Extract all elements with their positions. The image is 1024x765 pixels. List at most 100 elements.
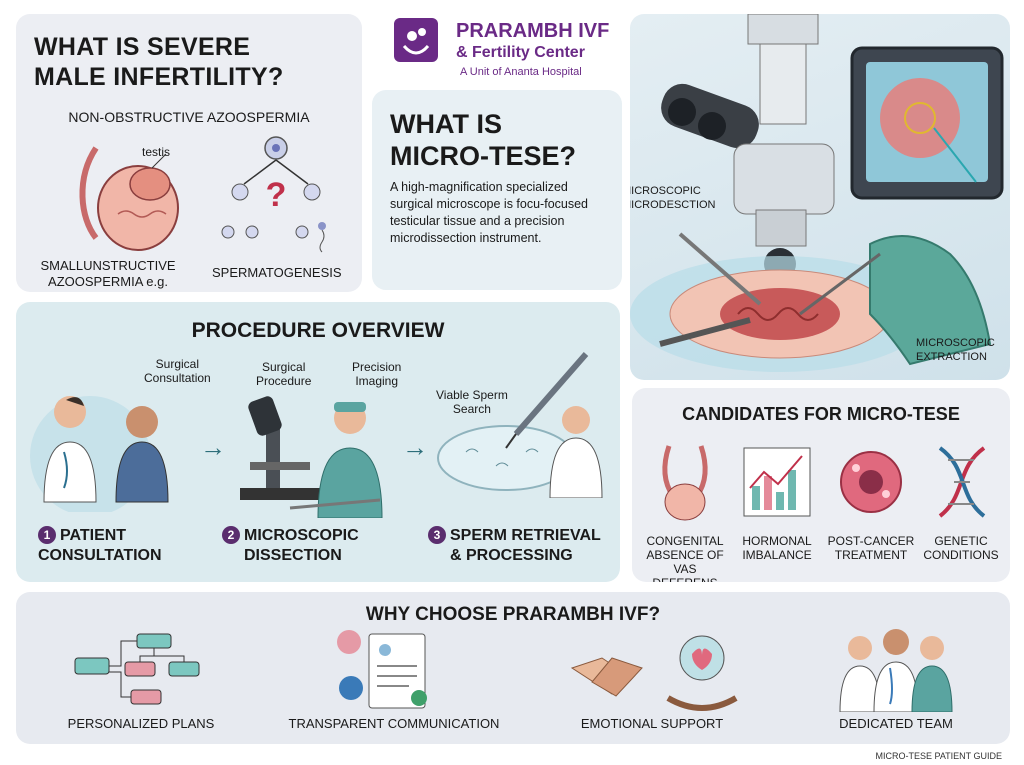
procedure-title: PROCEDURE OVERVIEW (191, 319, 445, 342)
feature-caption: TRANSPARENT COMMUNICATION (288, 716, 500, 731)
cancer-cell-icon (840, 451, 902, 513)
candidate-caption-line-2: IMBALANCE (742, 548, 812, 562)
title-line-2: MALE INFERTILITY? (34, 63, 284, 91)
step-3-badge: 3 (428, 526, 446, 544)
consultation-note-line-2: Consultation (144, 371, 211, 385)
micro-tese-title-line-1: WHAT IS (390, 109, 502, 139)
feature-emotional-support: EMOTIONAL SUPPORT (552, 628, 752, 731)
severe-infertility-panel: WHAT IS SEVERE MALE INFERTILITY? NON-OBS… (16, 14, 362, 292)
clinic-name: PRARAMBH IVF (456, 20, 610, 42)
clinic-unit: A Unit of Ananta Hospital (460, 66, 582, 78)
step-2-badge: 2 (222, 526, 240, 544)
candidate-caption-line-1: GENETIC (934, 534, 988, 548)
candidate-caption: CONGENITAL ABSENCE OF VAS DEFERENS (640, 534, 730, 582)
arrow-right-icon: → (200, 432, 226, 462)
title-line-1: WHAT IS SEVERE (34, 33, 251, 61)
testis-illustration (79, 146, 179, 251)
candidate-hormonal: HORMONAL IMBALANCE (732, 442, 822, 562)
search-note-line-2: Search (452, 402, 491, 416)
caption-line-2: AZOOSPERMIA e.g. (48, 274, 168, 289)
candidates-title: CANDIDATES FOR MICRO-TESE (682, 404, 960, 424)
micro-tese-title-line-2: MICRO-TESE? (390, 141, 576, 171)
feature-personalized-plans: PERSONALIZED PLANS (46, 628, 236, 731)
candidate-caption-line-1: POST-CANCER (827, 534, 915, 548)
candidate-caption: GENETIC CONDITIONS (916, 534, 1006, 562)
microdissection-label-line-2: MICRODESCTION (630, 199, 716, 211)
procedure-overview-panel: PROCEDURE OVERVIEW Surgical Consultation… (16, 302, 620, 582)
consultation-illustration (30, 396, 169, 512)
consultation-note-line-1: Surgical (155, 357, 200, 371)
search-note-line-1: Viable Sperm (436, 388, 508, 402)
imaging-note-line-2: Imaging (355, 374, 399, 388)
feature-dedicated-team: DEDICATED TEAM (806, 628, 986, 731)
step-1-line-2: CONSULTATION (38, 547, 162, 564)
severe-infertility-title: WHAT IS SEVERE MALE INFERTILITY? (34, 32, 284, 92)
surgical-note-line-1: Surgical (262, 360, 306, 374)
azoospermia-caption: SMALLUNSTRUCTIVE AZOOSPERMIA e.g. (34, 258, 182, 290)
step-3-line-2: & PROCESSING (450, 547, 573, 564)
step-1-line-1: PATIENT (60, 527, 127, 544)
why-choose-panel: WHY CHOOSE PRARAMBH IVF? PERSONALIZED PL… (16, 592, 1010, 744)
footer-label: MICRO-TESE PATIENT GUIDE (875, 751, 1002, 761)
step-1-badge: 1 (38, 526, 56, 544)
feature-transparent-communication: TRANSPARENT COMMUNICATION (274, 628, 514, 731)
consultation-note: Surgical Consultation (144, 357, 211, 385)
caption-line-1: SMALLUNSTRUCTIVE (40, 258, 176, 273)
extraction-label-line-1: MICROSCOPIC (916, 337, 995, 349)
feature-caption: PERSONALIZED PLANS (67, 716, 215, 731)
handshake-heart-icon (570, 635, 738, 711)
why-choose-title: WHY CHOOSE PRARAMBH IVF? (365, 604, 661, 625)
flowchart-icon (74, 633, 200, 705)
dissection-illustration (240, 396, 383, 518)
candidate-caption-line-2: CONDITIONS (923, 548, 999, 562)
extraction-label: MICROSCOPIC EXTRACTION (916, 336, 1010, 364)
surgical-note-line-2: Procedure (256, 374, 312, 388)
feature-caption: DEDICATED TEAM (839, 716, 953, 731)
candidate-caption: POST-CANCER TREATMENT (826, 534, 916, 562)
step-2-line-1: MICROSCOPIC (244, 527, 359, 544)
microdissection-label: MICROSCOPIC MICRODESCTION (630, 184, 732, 212)
azoospermia-subtitle: NON-OBSTRUCTIVE AZOOSPERMIA (68, 109, 310, 125)
candidate-caption-line-3: VAS DEFERENS (652, 562, 717, 582)
clinic-logo[interactable]: PRARAMBH IVF & Fertility Center A Unit o… (384, 14, 660, 86)
candidate-vas-deferens: CONGENITAL ABSENCE OF VAS DEFERENS (640, 442, 730, 582)
feature-caption: EMOTIONAL SUPPORT (580, 716, 724, 731)
candidates-panel: CANDIDATES FOR MICRO-TESE CONGENITAL ABS… (632, 388, 1010, 582)
micro-tese-description: A high-magnification specialized surgica… (390, 180, 588, 245)
spermatogenesis-diagram: ? (221, 136, 326, 253)
microscope-illustration-panel: MICROSCOPIC MICRODESCTION MICROSCOPIC EX… (630, 14, 1010, 380)
extraction-label-line-2: EXTRACTION (916, 351, 987, 363)
anatomy-icon (662, 445, 708, 521)
candidate-caption-line-2: ABSENCE OF (646, 548, 724, 562)
candidate-caption: HORMONAL IMBALANCE (732, 534, 822, 562)
team-icon (839, 629, 953, 712)
clinic-subname: & Fertility Center (456, 44, 585, 61)
candidate-post-cancer: POST-CANCER TREATMENT (826, 442, 916, 562)
testis-label: testis (142, 145, 171, 159)
surgical-procedure-note: Surgical Procedure (256, 360, 311, 388)
candidate-caption-line-1: CONGENITAL (646, 534, 724, 548)
microscope-scene (630, 14, 1004, 372)
spermatogenesis-caption: SPERMATOGENESIS (212, 265, 342, 280)
step-2-line-2: DISSECTION (244, 547, 342, 564)
candidate-caption-line-1: HORMONAL (742, 534, 812, 548)
dna-icon (938, 446, 986, 518)
candidate-genetic: GENETIC CONDITIONS (916, 442, 1006, 562)
microdissection-label-line-1: MICROSCOPIC (630, 185, 701, 197)
arrow-right-icon: → (402, 432, 428, 462)
svg-text:?: ? (266, 176, 287, 214)
precision-imaging-note: Precision Imaging (352, 360, 401, 388)
chart-icon (743, 447, 811, 517)
micro-tese-panel: WHAT IS MICRO-TESE? A high-magnification… (372, 90, 622, 290)
step-3-line-1: SPERM RETRIEVAL (450, 527, 601, 544)
micro-tese-title: WHAT IS MICRO-TESE? (390, 108, 576, 172)
sperm-retrieval-illustration (437, 352, 603, 498)
sperm-search-note: Viable Sperm Search (436, 388, 508, 416)
logo-mark-icon (394, 18, 438, 62)
candidate-caption-line-2: TREATMENT (834, 548, 908, 562)
document-chat-icon (337, 630, 427, 709)
imaging-note-line-1: Precision (352, 360, 402, 374)
